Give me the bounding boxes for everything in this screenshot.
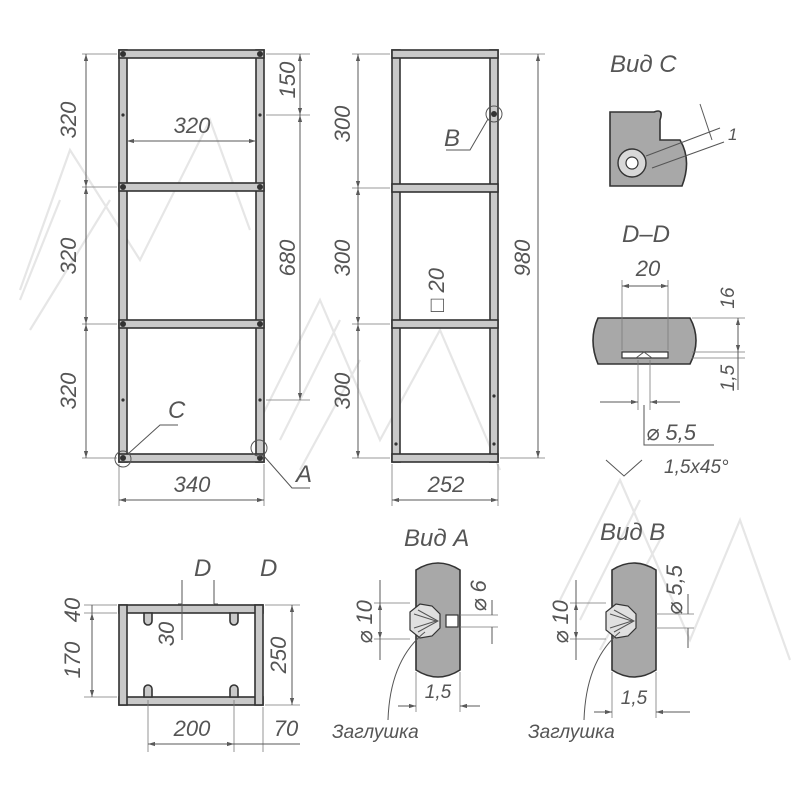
side-dim-left-bot: 300 [330, 372, 355, 409]
view-c-title: Вид С [610, 51, 677, 78]
top-view-tab-3 [143, 684, 153, 698]
side-top-rail [391, 49, 499, 59]
section-dd-title: D–D [622, 221, 670, 248]
callout-a-label: A [294, 461, 312, 488]
view-a-inner-diameter: ⌀ 6 [466, 579, 491, 611]
front-shelf-rail-2 [118, 319, 265, 329]
side-shelf-rail-2 [391, 319, 499, 329]
view-a: Вид А ⌀ 10 ⌀ 6 1,5 Заглушка [332, 525, 498, 743]
view-b-outer-diameter: ⌀ 10 [548, 599, 573, 644]
section-dd-height: 16 [718, 287, 739, 309]
view-a-outer-diameter: ⌀ 10 [352, 599, 377, 644]
view-a-plug [409, 603, 441, 639]
top-dim-right-offset: 70 [274, 716, 299, 741]
top-view: D D 40 170 30 250 200 70 [60, 555, 300, 752]
top-view-tab-1 [143, 612, 153, 626]
side-shelf-rail-1 [391, 183, 499, 193]
top-view-right-rail [254, 604, 264, 706]
view-b-title: Вид В [600, 519, 665, 546]
view-b: Вид В ⌀ 10 ⌀ 5,5 1,5 Заглушка [528, 519, 694, 743]
top-view-back-rail [118, 604, 264, 614]
view-a-label: Заглушка [332, 722, 419, 743]
top-dim-right-height: 250 [266, 636, 291, 674]
view-c-dim: 1 [728, 125, 737, 144]
top-view-front-rail [118, 696, 264, 706]
front-bottom-rail [118, 453, 265, 463]
front-shelf-rail-1 [118, 182, 265, 192]
view-b-label: Заглушка [528, 722, 615, 743]
section-mark-left: D [194, 555, 211, 582]
front-dim-inner-width: 320 [174, 113, 211, 138]
section-dd-chamfer: 1,5x45° [664, 457, 729, 478]
view-b-depth: 1,5 [621, 688, 648, 709]
view-c: Вид С 1 [609, 51, 737, 187]
side-dim-left-mid: 300 [330, 239, 355, 276]
side-left-post [391, 49, 401, 463]
side-dim-bottom-width: 252 [427, 472, 465, 497]
side-dim-left-top: 300 [330, 105, 355, 142]
side-dim-height: 980 [510, 239, 535, 276]
top-view-left-rail [118, 604, 128, 706]
view-a-title: Вид А [404, 525, 469, 552]
front-dim-right-top: 150 [275, 61, 300, 98]
side-dim-square: □ 20 [424, 267, 449, 312]
callout-b-label: B [444, 125, 460, 152]
section-dd-width: 20 [635, 256, 661, 281]
view-a-depth: 1,5 [425, 682, 452, 703]
view-c-corner [609, 110, 688, 187]
front-dim-bottom-width: 340 [174, 472, 211, 497]
section-dd: D–D 20 16 1,5 ⌀ 5,5 1,5x45° [592, 221, 745, 478]
section-mark-right: D [260, 555, 277, 582]
front-top-rail [118, 49, 265, 59]
callout-b-circle [485, 105, 503, 123]
front-dim-left-bot: 320 [56, 372, 81, 409]
front-bolts [120, 51, 263, 461]
side-view: 300 300 300 □ 20 980 252 B [330, 49, 545, 506]
callout-c-label: C [168, 397, 186, 424]
top-view-tab-2 [229, 612, 239, 626]
section-dd-lip: 1,5 [718, 364, 739, 391]
view-b-plug [605, 603, 637, 639]
front-view: 320 320 320 320 150 680 340 C A [56, 49, 312, 506]
callout-a-circle [250, 439, 268, 457]
callout-c-circle [114, 450, 132, 468]
front-dim-left-mid: 320 [56, 237, 81, 274]
top-view-tab-4 [229, 684, 239, 698]
section-dd-profile [592, 317, 697, 365]
view-b-inner-diameter: ⌀ 5,5 [662, 564, 687, 615]
front-dim-left-top: 320 [56, 101, 81, 138]
top-dim-left-height: 170 [60, 641, 85, 678]
side-bottom-rail [391, 453, 499, 463]
top-dim-inner-offset: 30 [154, 621, 179, 646]
front-dim-right-mid: 680 [275, 239, 300, 276]
section-dd-diameter: ⌀ 5,5 [646, 420, 697, 445]
top-dim-left-top: 40 [60, 597, 85, 622]
top-dim-inner-width: 200 [173, 716, 211, 741]
